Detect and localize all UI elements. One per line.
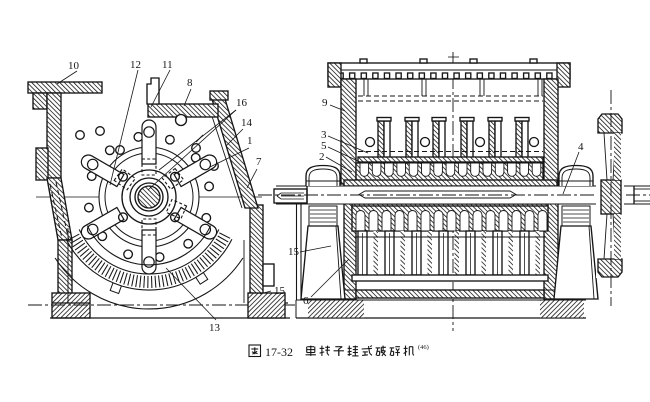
svg-text:11: 11 [162, 59, 173, 71]
svg-text:16: 16 [236, 97, 248, 109]
svg-text:7: 7 [256, 156, 262, 168]
svg-text:3: 3 [321, 129, 327, 141]
svg-text:12: 12 [130, 59, 141, 71]
svg-text:9: 9 [322, 97, 328, 109]
svg-text:8: 8 [187, 77, 193, 89]
svg-text:10: 10 [68, 60, 80, 72]
svg-text:15: 15 [274, 285, 286, 297]
svg-text:1: 1 [247, 135, 253, 147]
svg-text:(46): (46) [418, 344, 429, 351]
svg-text:13: 13 [209, 322, 221, 334]
svg-text:5: 5 [321, 140, 327, 152]
svg-text:17-32: 17-32 [265, 345, 293, 359]
svg-text:2: 2 [319, 151, 325, 163]
svg-text:14: 14 [241, 117, 253, 129]
svg-text:15: 15 [288, 246, 300, 258]
svg-text:4: 4 [578, 141, 584, 153]
svg-text:6: 6 [303, 295, 309, 307]
